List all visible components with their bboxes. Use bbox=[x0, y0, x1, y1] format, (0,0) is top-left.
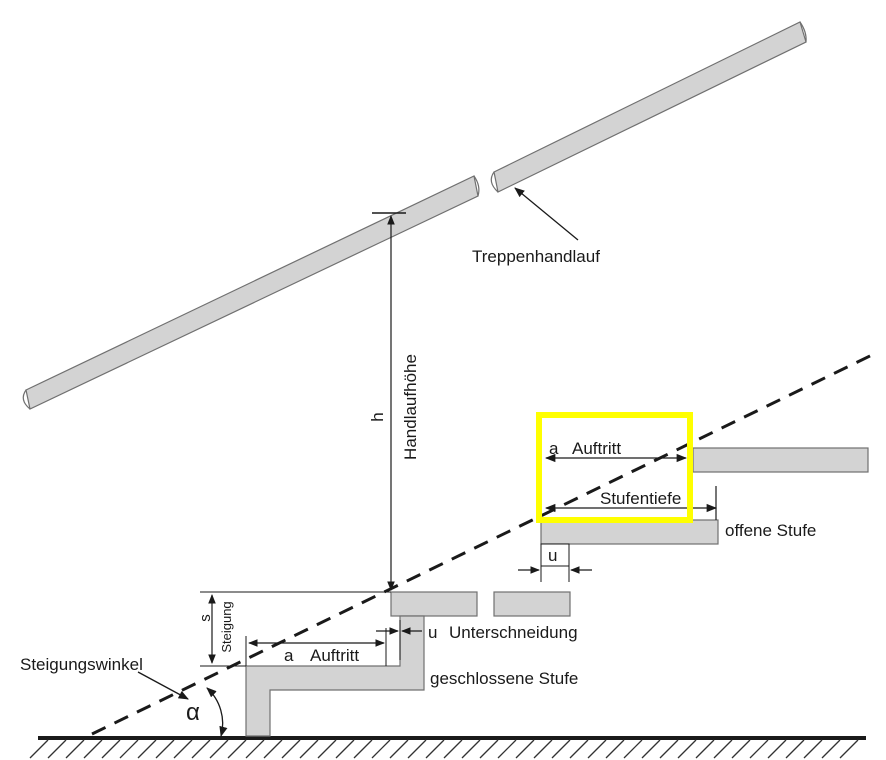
bottom-tread-dimension bbox=[245, 628, 387, 666]
s-label: s bbox=[197, 614, 214, 622]
middle-step-left bbox=[390, 591, 478, 617]
a-top-label: a bbox=[549, 439, 559, 458]
undercut-dimension bbox=[376, 620, 422, 660]
open-step-label: offene Stufe bbox=[725, 521, 816, 540]
ground-hatch-line bbox=[785, 739, 805, 759]
rise-label: Steigung bbox=[219, 601, 234, 652]
ground-hatch-line bbox=[407, 739, 427, 759]
ground-hatch-line bbox=[731, 739, 751, 759]
upper-open-step bbox=[692, 447, 869, 473]
slope-line bbox=[91, 353, 873, 736]
ground-hatch-line bbox=[515, 739, 535, 759]
ground-hatch-line bbox=[191, 739, 211, 759]
angle-indicator bbox=[137, 671, 228, 738]
ground-hatch-line bbox=[803, 739, 823, 759]
handrail-label: Treppenhandlauf bbox=[472, 247, 600, 266]
handrail-height-label: Handlaufhöhe bbox=[401, 354, 420, 460]
ground-hatch-line bbox=[29, 739, 49, 759]
open-step bbox=[540, 519, 719, 545]
ground-hatch-line bbox=[371, 739, 391, 759]
ground-hatch-line bbox=[605, 739, 625, 759]
ground-hatch-line bbox=[551, 739, 571, 759]
alpha-label: α bbox=[186, 699, 200, 726]
ground-hatch-line bbox=[587, 739, 607, 759]
ground-hatch-line bbox=[659, 739, 679, 759]
ground-hatch-line bbox=[425, 739, 445, 759]
closed-step bbox=[245, 615, 425, 737]
ground-hatch-line bbox=[533, 739, 553, 759]
ground bbox=[29, 736, 866, 759]
u-bottom-label: u bbox=[428, 623, 437, 642]
closed-step-label: geschlossene Stufe bbox=[430, 669, 578, 688]
ground-hatch-line bbox=[155, 739, 175, 759]
ground-hatch-line bbox=[227, 739, 247, 759]
a-bottom-label: a bbox=[284, 646, 294, 665]
ground-hatch-line bbox=[119, 739, 139, 759]
ground-hatch-line bbox=[83, 739, 103, 759]
ground-hatch-line bbox=[677, 739, 697, 759]
ground-hatch-line bbox=[281, 739, 301, 759]
ground-hatch-line bbox=[569, 739, 589, 759]
ground-hatch-line bbox=[317, 739, 337, 759]
u-top-label: u bbox=[548, 546, 557, 565]
handrail-right-segment bbox=[490, 21, 807, 193]
rise-dimension bbox=[200, 591, 391, 667]
middle-step-right bbox=[493, 591, 571, 617]
ground-hatch-line bbox=[101, 739, 121, 759]
ground-hatch-line bbox=[137, 739, 157, 759]
step-depth-label: Stufentiefe bbox=[600, 489, 681, 508]
ground-hatch-line bbox=[299, 739, 319, 759]
ground-hatch-line bbox=[641, 739, 661, 759]
undercut-label: Unterschneidung bbox=[449, 623, 578, 642]
ground-hatch-line bbox=[623, 739, 643, 759]
ground-hatch-line bbox=[173, 739, 193, 759]
ground-hatch-line bbox=[839, 739, 859, 759]
ground-hatch-line bbox=[65, 739, 85, 759]
ground-hatch-line bbox=[335, 739, 355, 759]
tread-dimension-highlight bbox=[536, 412, 718, 523]
ground-hatch-line bbox=[695, 739, 715, 759]
angle-label: Steigungswinkel bbox=[20, 655, 143, 674]
ground-hatch-line bbox=[443, 739, 463, 759]
ground-hatch-line bbox=[479, 739, 499, 759]
ground-hatch-line bbox=[209, 739, 229, 759]
ground-hatch-line bbox=[353, 739, 373, 759]
h-label: h bbox=[368, 412, 387, 421]
u-top-dimension bbox=[518, 543, 592, 582]
tread-top-label: Auftritt bbox=[572, 439, 621, 458]
tread-bottom-label: Auftritt bbox=[310, 646, 359, 665]
ground-hatch-line bbox=[497, 739, 517, 759]
ground-hatch-line bbox=[263, 739, 283, 759]
handrail-pointer bbox=[514, 187, 579, 241]
ground-hatch-line bbox=[461, 739, 481, 759]
handrail-left-segment bbox=[22, 175, 480, 410]
ground-hatch-line bbox=[767, 739, 787, 759]
ground-hatch-line bbox=[389, 739, 409, 759]
ground-hatch-line bbox=[821, 739, 841, 759]
ground-hatch-line bbox=[749, 739, 769, 759]
ground-hatch-line bbox=[713, 739, 733, 759]
ground-hatch-line bbox=[245, 739, 265, 759]
handrail-height-dimension bbox=[372, 212, 406, 591]
ground-hatch-line bbox=[47, 739, 67, 759]
